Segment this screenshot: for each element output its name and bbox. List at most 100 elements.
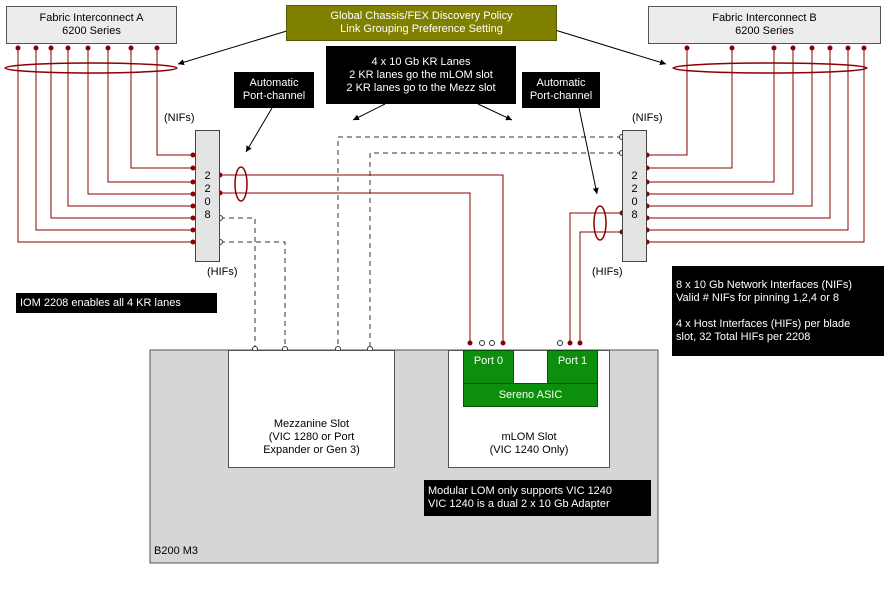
fabric-b-port-channel-ellipse	[672, 62, 868, 74]
port-1: Port 1	[547, 350, 598, 384]
iom-b-digit: 2	[631, 170, 638, 182]
uplink-b-6	[647, 48, 775, 183]
iom-2208-b: 2 2 0 8	[622, 130, 647, 262]
fabric-b-uplinks	[647, 48, 865, 243]
port-0-label: Port 0	[473, 355, 504, 367]
mlom-pin	[479, 340, 485, 346]
mlom-pin	[500, 340, 506, 346]
kr-lane-a-mlom-2	[220, 192, 471, 341]
port-dot	[85, 45, 91, 51]
nif-note-line-1: 8 x 10 Gb Network Interfaces (NIFs)	[676, 278, 853, 291]
mlom-pin	[467, 340, 473, 346]
port-dot	[771, 45, 777, 51]
kr-lane-a-mezz-2	[220, 241, 286, 349]
port-dot	[684, 45, 690, 51]
uplink-a-4	[67, 48, 193, 207]
port-dot	[33, 45, 39, 51]
auto-pc-right-line-1: Automatic	[536, 77, 586, 89]
kr-arrow-left	[352, 103, 386, 121]
mlom-pin	[489, 340, 495, 346]
blade-label: B200 M3	[154, 545, 199, 557]
fabric-a-port-channel-ellipse	[4, 62, 178, 74]
port-dot	[190, 152, 196, 158]
fabric-interconnect-a: Fabric Interconnect A 6200 Series	[6, 6, 177, 44]
iom-2208-a: 2 2 0 8	[195, 130, 220, 262]
auto-pc-left-line-2: Port-channel	[242, 90, 306, 102]
nif-note-line-3: 4 x Host Interfaces (HIFs) per blade	[676, 317, 851, 330]
port-dot	[190, 179, 196, 185]
auto-pc-right-arrow	[578, 107, 599, 195]
auto-port-channel-right: Automatic Port-channel	[522, 72, 600, 108]
nifs-label-right: (NIFs)	[632, 112, 663, 124]
port-dot	[48, 45, 54, 51]
kr-lane-b-mezz-1	[337, 136, 622, 349]
policy-line-2: Link Grouping Preference Setting	[340, 23, 503, 35]
port-dot	[154, 45, 160, 51]
auto-pc-left-arrow	[245, 107, 273, 153]
iom-a-port-channel-ellipse	[234, 166, 248, 202]
port-dot	[190, 165, 196, 171]
lom-note: Modular LOM only supports VIC 1240 VIC 1…	[424, 480, 651, 516]
nif-note-line-4: slot, 32 Total HIFs per 2208	[676, 330, 811, 343]
kr-lanes-note: 4 x 10 Gb KR Lanes 2 KR lanes go the mLO…	[326, 46, 516, 104]
policy-arrow-left	[177, 29, 291, 66]
port-dot	[128, 45, 134, 51]
iom-note-text: IOM 2208 enables all 4 KR lanes	[20, 296, 181, 309]
port-dot	[190, 215, 196, 221]
uplink-b-5	[647, 48, 794, 195]
port-dot	[190, 239, 196, 245]
fabric-a-port-dots	[15, 45, 160, 51]
policy-arrow-right	[554, 29, 667, 66]
uplink-a-2	[35, 48, 193, 231]
uplink-a-8	[156, 48, 193, 156]
lom-note-line-1: Modular LOM only supports VIC 1240	[428, 485, 613, 497]
policy-line-1: Global Chassis/FEX Discovery Policy	[330, 10, 513, 22]
uplink-b-2	[647, 48, 849, 231]
fabric-interconnect-b: Fabric Interconnect B 6200 Series	[648, 6, 881, 44]
sereno-asic: Sereno ASIC	[463, 383, 598, 407]
port-dot	[790, 45, 796, 51]
mlom-solid-pins	[467, 340, 583, 346]
callout-arrows	[177, 29, 667, 195]
hif-hollow-dots	[217, 134, 625, 352]
fabric-a-title: Fabric Interconnect A	[39, 12, 144, 24]
iom-a-nif-dots	[190, 152, 223, 245]
nif-note-line-2: Valid # NIFs for pinning 1,2,4 or 8	[676, 291, 840, 304]
mezz-kr-lanes	[220, 136, 622, 349]
port-0: Port 0	[463, 350, 514, 384]
uplink-a-6	[107, 48, 193, 183]
fabric-b-series: 6200 Series	[735, 25, 794, 37]
auto-pc-right-line-2: Port-channel	[529, 90, 593, 102]
iom-a-digit: 0	[204, 196, 211, 208]
kr-lanes-line-3: 2 KR lanes go to the Mezz slot	[346, 81, 496, 94]
iom-b-digit: 8	[631, 209, 638, 221]
iom-b-digit: 2	[631, 183, 638, 195]
asic-label: Sereno ASIC	[498, 388, 563, 401]
mezz-line-2: (VIC 1280 or Port	[268, 431, 355, 443]
global-policy-box: Global Chassis/FEX Discovery Policy Link…	[286, 5, 557, 41]
iom-b-digit: 0	[631, 196, 638, 208]
hifs-label-right: (HIFs)	[592, 266, 623, 278]
mlom-pin	[567, 340, 573, 346]
uplink-a-3	[50, 48, 193, 219]
kr-lane-a-mlom-1	[220, 174, 504, 341]
fabric-a-uplinks	[17, 48, 193, 243]
iom-a-digit: 2	[204, 170, 211, 182]
port-dot	[729, 45, 735, 51]
mlom-line-2: (VIC 1240 Only)	[489, 444, 569, 456]
uplink-b-8	[647, 48, 688, 156]
iom-a-digit: 8	[204, 209, 211, 221]
port-dot	[190, 227, 196, 233]
iom-a-digit: 2	[204, 183, 211, 195]
iom-b-port-channel-ellipse	[593, 205, 607, 241]
mezz-line-3: Expander or Gen 3)	[263, 444, 360, 456]
kr-lanes-line-1: 4 x 10 Gb KR Lanes	[371, 55, 471, 68]
uplink-a-7	[130, 48, 193, 169]
port-dot	[65, 45, 71, 51]
port-dot	[809, 45, 815, 51]
uplink-b-3	[647, 48, 831, 219]
nif-hif-note: 8 x 10 Gb Network Interfaces (NIFs) Vali…	[672, 266, 884, 356]
port-dot	[105, 45, 111, 51]
hifs-label-left: (HIFs)	[207, 266, 238, 278]
